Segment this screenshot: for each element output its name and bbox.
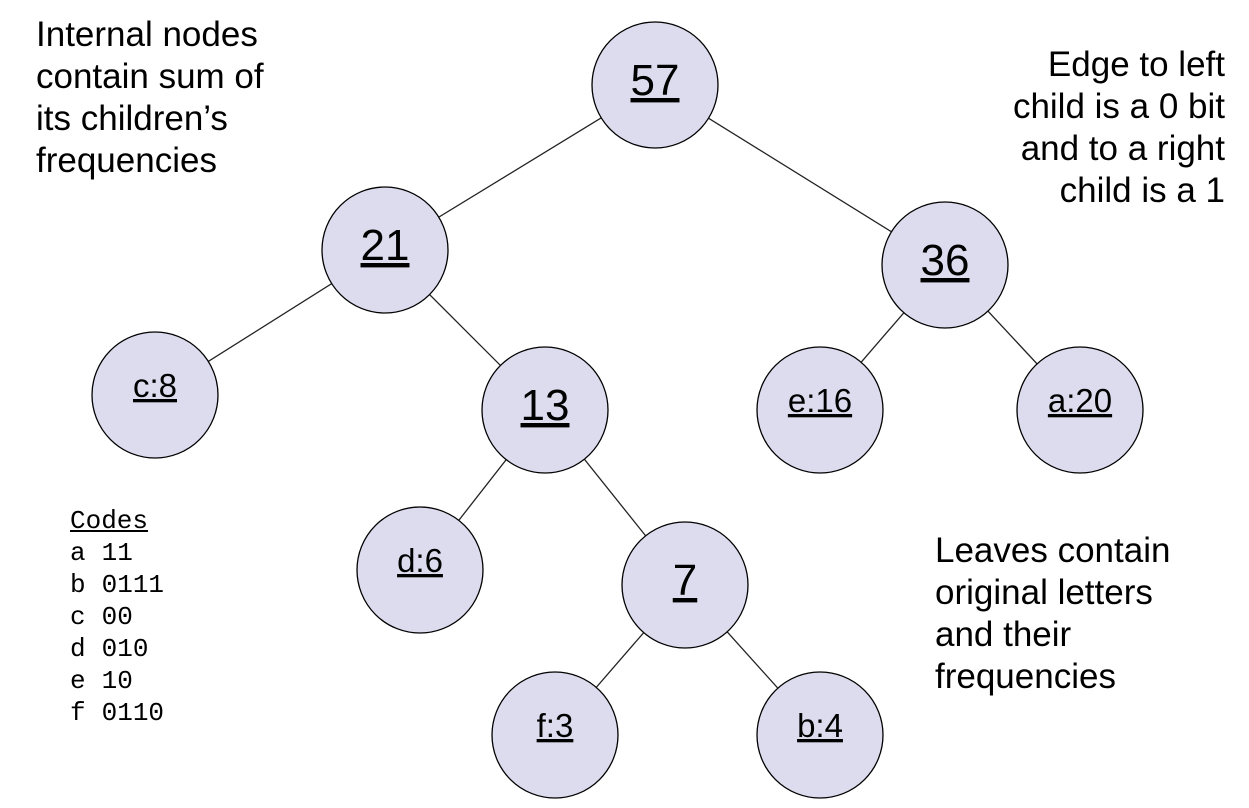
internal-nodes-note: Internal nodes contain sum of its childr…: [36, 15, 264, 180]
node-circle: [491, 671, 619, 799]
tree-nodes: 57 21 36 c:8 13 e:16 a:20 d:6 7 f:3 b:4: [91, 21, 1144, 799]
node-label: 7: [673, 556, 697, 605]
code-row: f 0110: [70, 697, 180, 729]
internal-node-n21: 21: [321, 186, 449, 314]
internal-node-n13: 13: [481, 346, 609, 474]
node-circle: [881, 201, 1009, 329]
code-row: e 10: [70, 665, 180, 697]
node-label: d:6: [397, 542, 443, 579]
code-bits: 0110: [101, 698, 165, 728]
node-circle: [756, 346, 884, 474]
code-letter: a: [70, 538, 86, 568]
node-circle: [481, 346, 609, 474]
node-label: a:20: [1048, 382, 1112, 419]
node-label: f:3: [537, 707, 574, 744]
node-label: 57: [631, 56, 680, 105]
code-row: a 11: [70, 537, 180, 569]
node-circle: [321, 186, 449, 314]
code-bits: 11: [101, 538, 133, 568]
code-letter: d: [70, 634, 86, 664]
node-circle: [591, 21, 719, 149]
leaf-node-b4: b:4: [756, 671, 884, 799]
codes-table: Codes a 11 b 0111 c 00 d 010 e 10 f 0110: [70, 505, 180, 729]
node-label: 13: [521, 381, 570, 430]
code-row: b 0111: [70, 569, 180, 601]
internal-node-n36: 36: [881, 201, 1009, 329]
edge-bits-note: Edge to left child is a 0 bit and to a r…: [1012, 45, 1225, 210]
code-letter: c: [70, 602, 86, 632]
code-bits: 00: [101, 602, 133, 632]
leaf-node-e16: e:16: [756, 346, 884, 474]
node-circle: [621, 521, 749, 649]
codes-title: Codes: [70, 506, 149, 536]
code-row: d 010: [70, 633, 180, 665]
node-label: c:8: [133, 367, 177, 404]
code-letter: e: [70, 666, 86, 696]
node-label: b:4: [797, 707, 843, 744]
node-circle: [756, 671, 884, 799]
code-bits: 10: [101, 666, 133, 696]
internal-node-n7: 7: [621, 521, 749, 649]
internal-node-n57: 57: [591, 21, 719, 149]
code-bits: 010: [101, 634, 149, 664]
leaf-node-a20: a:20: [1016, 346, 1144, 474]
code-bits: 0111: [101, 570, 165, 600]
leaf-node-d6: d:6: [356, 506, 484, 634]
leaf-node-c8: c:8: [91, 331, 219, 459]
node-label: 21: [361, 221, 410, 270]
code-row: c 00: [70, 601, 180, 633]
node-label: 36: [921, 236, 970, 285]
node-label: e:16: [788, 382, 852, 419]
code-letter: b: [70, 570, 86, 600]
node-circle: [356, 506, 484, 634]
leaves-note: Leaves contain original letters and thei…: [935, 531, 1171, 696]
node-circle: [91, 331, 219, 459]
node-circle: [1016, 346, 1144, 474]
leaf-node-f3: f:3: [491, 671, 619, 799]
code-letter: f: [70, 698, 86, 728]
